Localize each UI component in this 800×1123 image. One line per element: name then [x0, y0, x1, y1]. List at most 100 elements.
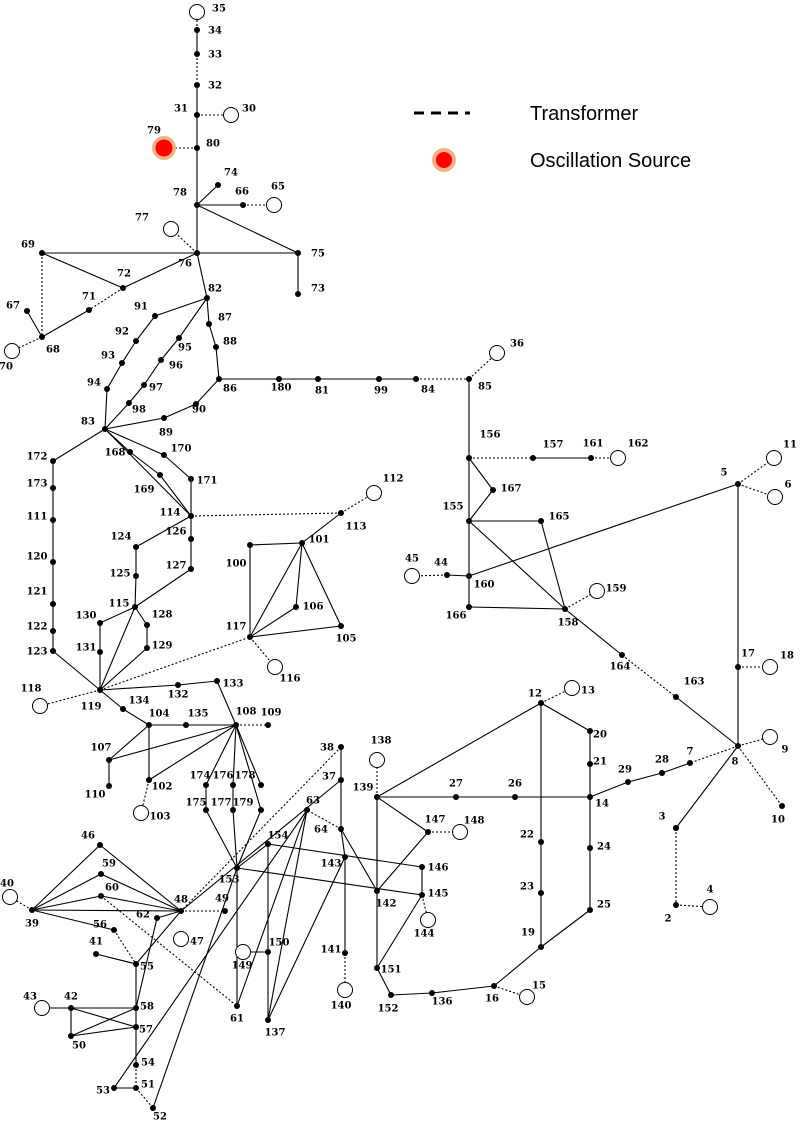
generator-103 [133, 805, 149, 821]
transformer-164-163 [621, 654, 677, 698]
bus-label-151: 151 [381, 965, 402, 976]
bus-label-154: 154 [268, 831, 289, 842]
line-101-105 [301, 542, 342, 627]
line-115-119 [99, 606, 136, 691]
bus-label-130: 130 [76, 611, 97, 622]
bus-label-5: 5 [721, 468, 728, 479]
bus-75 [295, 250, 301, 256]
line-29-14 [589, 781, 629, 798]
bus-label-165: 165 [549, 512, 570, 523]
bus-label-118: 118 [21, 684, 42, 695]
generator-159 [589, 583, 605, 599]
bus-label-62: 62 [136, 910, 150, 921]
generator-13 [564, 680, 580, 696]
line-108-178 [235, 724, 262, 786]
line-12-20 [540, 702, 591, 732]
bus-135 [183, 722, 189, 728]
bus-label-166: 166 [446, 611, 467, 622]
line-19-16 [493, 946, 542, 987]
bus-label-33: 33 [208, 50, 222, 61]
line-100-101 [249, 542, 303, 546]
bus-label-144: 144 [414, 929, 435, 940]
bus-label-179: 179 [233, 798, 254, 809]
bus-109 [265, 722, 271, 728]
bus-label-19: 19 [521, 928, 535, 939]
generator-112 [366, 485, 382, 501]
bus-label-160: 160 [474, 580, 495, 591]
bus-label-109: 109 [261, 708, 282, 719]
line-48-55 [135, 910, 182, 965]
bus-label-153: 153 [219, 875, 240, 886]
bus-172 [50, 458, 56, 464]
bus-label-168: 168 [105, 448, 126, 459]
bus-156 [466, 455, 472, 461]
bus-label-25: 25 [597, 900, 611, 911]
bus-3 [673, 825, 679, 831]
bus-label-14: 14 [595, 799, 609, 810]
line-170-171 [163, 454, 192, 480]
line-102-108 [148, 724, 237, 781]
bus-label-10: 10 [771, 815, 785, 826]
bus-124 [133, 544, 139, 550]
line-115-130 [99, 606, 136, 624]
bus-label-20: 20 [593, 730, 607, 741]
bus-82 [204, 295, 210, 301]
bus-178 [258, 782, 264, 788]
bus-label-127: 127 [166, 561, 187, 572]
line-119-134 [99, 689, 124, 710]
bus-41 [93, 951, 99, 957]
line-93-94 [106, 362, 123, 390]
bus-label-100: 100 [226, 559, 247, 570]
bus-label-78: 78 [173, 188, 187, 199]
bus-175 [203, 807, 209, 813]
bus-label-122: 122 [27, 622, 48, 633]
line-46-39 [31, 844, 101, 911]
line-168-169 [129, 451, 161, 476]
bus-label-87: 87 [218, 313, 232, 324]
bus-59 [98, 871, 104, 877]
line-129-119 [99, 647, 148, 691]
bus-label-8: 8 [732, 757, 739, 768]
bus-label-13: 13 [581, 686, 595, 697]
bus-label-110: 110 [85, 790, 106, 801]
line-153-52 [152, 867, 238, 1109]
line-177-153 [232, 809, 238, 869]
bus-label-107: 107 [91, 743, 112, 754]
bus-label-39: 39 [25, 919, 39, 930]
bus-110 [106, 783, 112, 789]
line-50-58 [70, 1007, 137, 1037]
line-48-62 [156, 910, 182, 919]
bus-label-37: 37 [322, 772, 336, 783]
bus-label-26: 26 [508, 779, 522, 790]
bus-label-16: 16 [485, 994, 499, 1005]
line-76-82 [196, 252, 208, 299]
line-108-174 [205, 724, 237, 786]
bus-56 [111, 927, 117, 933]
line-105-117 [249, 625, 342, 638]
bus-label-2: 2 [665, 914, 672, 925]
bus-87 [206, 321, 212, 327]
line-179-153 [236, 809, 262, 869]
bus-label-142: 142 [376, 899, 397, 910]
line-89-83 [104, 417, 165, 430]
bus-153 [234, 865, 240, 871]
bus-53 [111, 1085, 117, 1091]
bus-label-29: 29 [618, 765, 632, 776]
bus-108 [233, 722, 239, 728]
line-107-108 [108, 724, 237, 761]
bus-label-56: 56 [93, 920, 107, 931]
bus-19 [538, 944, 544, 950]
bus-label-116: 116 [280, 674, 301, 685]
bus-157 [530, 455, 536, 461]
bus-label-124: 124 [111, 532, 132, 543]
bus-107 [106, 757, 112, 763]
bus-label-67: 67 [6, 301, 20, 312]
bus-label-102: 102 [152, 782, 173, 793]
bus-label-80: 80 [206, 139, 220, 150]
line-62-58 [135, 917, 158, 1009]
line-114-124 [135, 515, 192, 548]
bus-label-22: 22 [520, 830, 534, 841]
bus-label-83: 83 [81, 417, 95, 428]
transformer-8-9 [737, 736, 771, 747]
bus-142 [374, 888, 380, 894]
